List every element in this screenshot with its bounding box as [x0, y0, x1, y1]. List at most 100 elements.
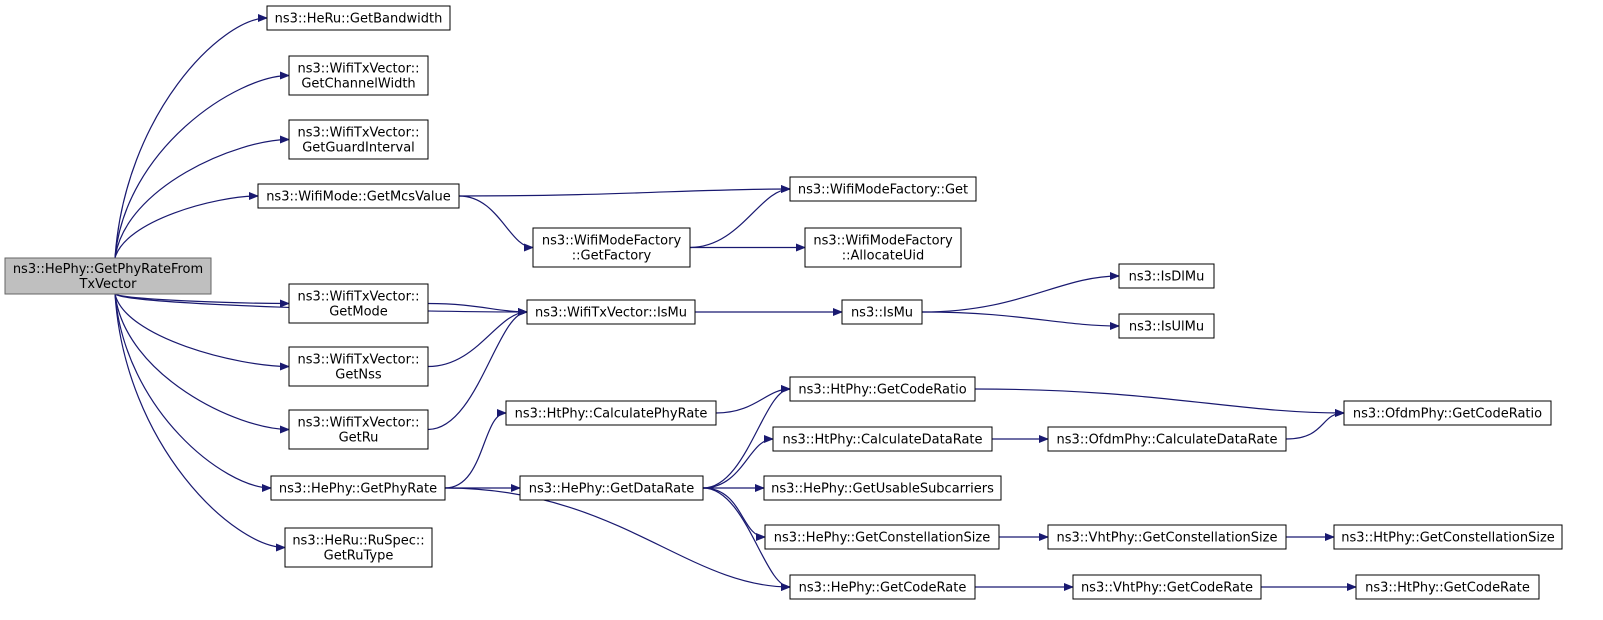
node-label: ns3::WifiTxVector::IsMu	[535, 306, 687, 321]
node-label: ns3::HtPhy::GetCodeRatio	[798, 383, 966, 398]
node-label: ns3::HePhy::GetConstellationSize	[774, 531, 991, 546]
node-txv_cw[interactable]: ns3::WifiTxVector::GetChannelWidth	[288, 55, 429, 96]
node-label: ns3::HePhy::GetDataRate	[529, 482, 694, 497]
node-label: ns3::WifiModeFactory	[813, 234, 953, 249]
node-he_coderate[interactable]: ns3::HePhy::GetCodeRate	[789, 574, 976, 600]
node-mode_mcs[interactable]: ns3::WifiMode::GetMcsValue	[257, 183, 460, 209]
node-label: ns3::WifiModeFactory::Get	[798, 183, 968, 198]
node-label: ns3::WifiTxVector::	[297, 353, 419, 368]
node-label: ns3::HeRu::RuSpec::	[292, 534, 424, 549]
edge-he_datarate-to-he_coderate	[702, 487, 791, 591]
edge-root-to-txv_ismu	[114, 293, 528, 316]
node-txv_ismu[interactable]: ns3::WifiTxVector::IsMu	[526, 299, 696, 325]
edge-txv_nss-to-txv_ismu	[427, 308, 528, 368]
edges-layer	[114, 14, 1357, 591]
node-isdlmu[interactable]: ns3::IsDlMu	[1118, 263, 1215, 289]
node-label: TxVector	[78, 277, 137, 292]
edge-he_datarate-to-ht_coderatio	[702, 385, 791, 489]
edge-root-to-txv_ru	[114, 293, 290, 434]
node-label: ns3::OfdmPhy::CalculateDataRate	[1057, 433, 1278, 448]
node-he_const[interactable]: ns3::HePhy::GetConstellationSize	[764, 524, 1000, 550]
node-ruspec[interactable]: ns3::HeRu::RuSpec::GetRuType	[284, 527, 433, 568]
node-box	[1355, 574, 1540, 600]
node-box	[1072, 574, 1262, 600]
node-vht_coderate[interactable]: ns3::VhtPhy::GetCodeRate	[1072, 574, 1262, 600]
nodes-layer: ns3::HePhy::GetPhyRateFromTxVectorns3::H…	[4, 5, 1563, 600]
node-txv_nss[interactable]: ns3::WifiTxVector::GetNss	[288, 346, 429, 387]
node-mf_factory[interactable]: ns3::WifiModeFactory::GetFactory	[532, 227, 691, 268]
node-label: GetRuType	[324, 549, 394, 564]
node-box	[519, 475, 704, 501]
edge-txv_ru-to-txv_ismu	[427, 308, 528, 431]
node-box	[532, 227, 691, 268]
node-box	[505, 400, 717, 426]
node-label: ns3::IsDlMu	[1129, 270, 1205, 285]
node-isulmu[interactable]: ns3::IsUlMu	[1118, 313, 1215, 339]
node-box	[804, 227, 962, 268]
node-box	[763, 475, 1002, 501]
edge-root-to-heru_bw	[114, 14, 268, 259]
node-label: ns3::HtPhy::CalculatePhyRate	[515, 407, 708, 422]
node-ht_const[interactable]: ns3::HtPhy::GetConstellationSize	[1333, 524, 1563, 550]
edge-root-to-txv_nss	[114, 293, 290, 371]
node-box	[1118, 313, 1215, 339]
edge-root-to-he_phyrate	[114, 293, 272, 492]
edge-root-to-txv_cw	[114, 71, 290, 259]
node-box	[1333, 524, 1563, 550]
node-label: ns3::HePhy::GetPhyRate	[279, 482, 437, 497]
node-box	[288, 346, 429, 387]
node-label: ns3::WifiTxVector::	[297, 126, 419, 141]
node-box	[841, 299, 923, 325]
node-ismu[interactable]: ns3::IsMu	[841, 299, 923, 325]
node-ht_calcdata[interactable]: ns3::HtPhy::CalculateDataRate	[772, 426, 993, 452]
node-label: GetMode	[329, 305, 388, 320]
node-box	[789, 176, 977, 202]
node-ofdm_calcdata[interactable]: ns3::OfdmPhy::CalculateDataRate	[1047, 426, 1287, 452]
node-he_phyrate[interactable]: ns3::HePhy::GetPhyRate	[270, 475, 446, 501]
node-label: ns3::VhtPhy::GetConstellationSize	[1057, 531, 1278, 546]
node-txv_gi[interactable]: ns3::WifiTxVector::GetGuardInterval	[288, 119, 429, 160]
node-label: ns3::OfdmPhy::GetCodeRatio	[1353, 407, 1542, 422]
edge-root-to-ruspec	[114, 293, 286, 552]
node-txv_ru[interactable]: ns3::WifiTxVector::GetRu	[288, 409, 429, 450]
node-he_usable[interactable]: ns3::HePhy::GetUsableSubcarriers	[763, 475, 1002, 501]
node-ht_coderatio[interactable]: ns3::HtPhy::GetCodeRatio	[789, 376, 976, 402]
node-box	[526, 299, 696, 325]
edge-mf_factory-to-mf_get	[689, 185, 791, 249]
node-he_datarate[interactable]: ns3::HePhy::GetDataRate	[519, 475, 704, 501]
node-ht_coderate[interactable]: ns3::HtPhy::GetCodeRate	[1355, 574, 1540, 600]
node-txv_mode[interactable]: ns3::WifiTxVector::GetMode	[288, 283, 429, 324]
node-label: GetNss	[335, 368, 382, 383]
edge-root-to-txv_gi	[114, 135, 290, 259]
edge-he_phyrate-to-ht_calcphy	[444, 409, 507, 489]
edge-ht_calcphy-to-ht_coderatio	[715, 385, 791, 414]
edge-ofdm_calcdata-to-ofdm_coderatio	[1285, 409, 1345, 440]
node-vht_const[interactable]: ns3::VhtPhy::GetConstellationSize	[1047, 524, 1287, 550]
node-ht_calcphy[interactable]: ns3::HtPhy::CalculatePhyRate	[505, 400, 717, 426]
node-box	[288, 55, 429, 96]
node-mf_alloc[interactable]: ns3::WifiModeFactory::AllocateUid	[804, 227, 962, 268]
node-label: ns3::WifiTxVector::	[297, 290, 419, 305]
node-label: ns3::HeRu::GetBandwidth	[275, 12, 443, 27]
node-mf_get[interactable]: ns3::WifiModeFactory::Get	[789, 176, 977, 202]
edge-txv_mode-to-txv_ismu	[427, 302, 528, 316]
node-label: GetGuardInterval	[302, 141, 415, 156]
node-box	[772, 426, 993, 452]
node-label: ns3::HtPhy::CalculateDataRate	[782, 433, 982, 448]
node-label: ns3::HePhy::GetCodeRate	[799, 581, 967, 596]
node-label: ns3::HePhy::GetUsableSubcarriers	[771, 482, 994, 497]
edge-root-to-txv_mode	[114, 293, 290, 308]
node-ofdm_coderatio[interactable]: ns3::OfdmPhy::GetCodeRatio	[1343, 400, 1552, 426]
node-box	[288, 119, 429, 160]
node-box	[270, 475, 446, 501]
node-label: GetRu	[339, 431, 379, 446]
node-heru_bw[interactable]: ns3::HeRu::GetBandwidth	[266, 5, 451, 31]
node-box	[764, 524, 1000, 550]
edge-he_datarate-to-he_const	[702, 487, 766, 541]
node-box	[789, 376, 976, 402]
edge-he_datarate-to-ht_calcdata	[702, 435, 774, 489]
node-label: ns3::WifiModeFactory	[542, 234, 682, 249]
node-label: ns3::HtPhy::GetConstellationSize	[1341, 531, 1555, 546]
